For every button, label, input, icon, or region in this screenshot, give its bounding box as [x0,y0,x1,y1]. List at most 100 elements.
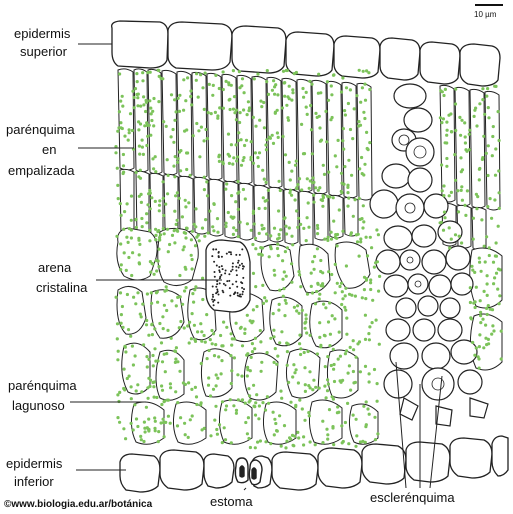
crystal-grain [237,262,239,264]
chloroplast-dot [133,106,136,109]
chloroplast-dot [473,354,476,357]
chloroplast-dot [288,226,291,229]
chloroplast-dot [478,345,481,348]
chloroplast-dot [151,381,154,384]
chloroplast-dot [130,228,133,231]
chloroplast-dot [122,153,125,156]
chloroplast-dot [246,368,249,371]
chloroplast-dot [469,286,472,289]
chloroplast-dot [143,124,146,127]
chloroplast-dot [364,297,367,300]
crystal-grain [232,283,234,285]
crystal-grain [238,267,240,269]
chloroplast-dot [271,89,274,92]
chloroplast-dot [369,281,372,284]
chloroplast-dot [179,169,182,172]
chloroplast-dot [252,162,255,165]
chloroplast-dot [441,189,444,192]
chloroplast-dot [355,94,358,97]
chloroplast-dot [268,255,271,258]
chloroplast-dot [247,437,250,440]
chloroplast-dot [239,111,242,114]
chloroplast-dot [497,169,500,172]
chloroplast-dot [326,239,329,242]
chloroplast-dot [225,182,228,185]
chloroplast-dot [285,302,288,305]
chloroplast-dot [479,311,482,314]
chloroplast-dot [134,218,137,221]
chloroplast-dot [147,358,150,361]
chloroplast-dot [498,294,501,297]
chloroplast-dot [288,85,291,88]
chloroplast-dot [477,355,480,358]
chloroplast-dot [214,343,217,346]
chloroplast-dot [491,135,494,138]
chloroplast-dot [371,321,374,324]
chloroplast-dot [364,99,367,102]
crystal-grain [213,261,215,263]
chloroplast-dot [147,397,150,400]
chloroplast-dot [251,243,254,246]
chloroplast-dot [237,398,240,401]
chloroplast-dot [200,401,203,404]
chloroplast-dot [233,356,236,359]
chloroplast-dot [174,155,177,158]
chloroplast-dot [303,366,306,369]
chloroplast-dot [493,198,496,201]
chloroplast-dot [143,427,146,430]
chloroplast-dot [252,384,255,387]
chloroplast-dot [492,282,495,285]
chloroplast-dot [239,221,242,224]
chloroplast-dot [189,95,192,98]
chloroplast-dot [267,402,270,405]
chloroplast-dot [483,290,486,293]
chloroplast-dot [185,286,188,289]
chloroplast-dot [327,383,330,386]
chloroplast-dot [355,356,358,359]
chloroplast-dot [290,281,293,284]
chloroplast-dot [137,175,140,178]
crystal-grain [226,280,228,282]
chloroplast-dot [263,296,266,299]
chloroplast-dot [352,370,355,373]
crystal-grain [216,280,218,282]
chloroplast-dot [340,172,343,175]
crystal-grain [230,251,232,253]
chloroplast-dot [244,421,247,424]
chloroplast-dot [173,241,176,244]
chloroplast-dot [301,407,304,410]
chloroplast-dot [134,87,137,90]
chloroplast-dot [252,116,255,119]
chloroplast-dot [285,69,288,72]
chloroplast-dot [131,345,134,348]
chloroplast-dot [279,228,282,231]
chloroplast-dot [363,163,366,166]
chloroplast-dot [486,274,489,277]
chloroplast-dot [359,101,362,104]
chloroplast-dot [204,72,207,75]
chloroplast-dot [246,352,249,355]
chloroplast-dot [123,135,126,138]
chloroplast-dot [154,170,157,173]
chloroplast-dot [216,114,219,117]
chloroplast-dot [203,334,206,337]
chloroplast-dot [169,382,172,385]
chloroplast-dot [230,369,233,372]
chloroplast-dot [486,174,489,177]
crystal-grain [240,296,242,298]
chloroplast-dot [291,243,294,246]
chloroplast-dot [116,130,119,133]
crystal-sand-cell [206,240,250,312]
chloroplast-dot [309,104,312,107]
chloroplast-dot [362,173,365,176]
chloroplast-dot [311,152,314,155]
chloroplast-dot [475,207,478,210]
chloroplast-dot [114,151,117,154]
chloroplast-dot [478,257,481,260]
chloroplast-dot [486,87,489,90]
chloroplast-dot [291,434,294,437]
chloroplast-dot [222,88,225,91]
crystal-grain [228,251,230,253]
crystal-grain [216,283,218,285]
